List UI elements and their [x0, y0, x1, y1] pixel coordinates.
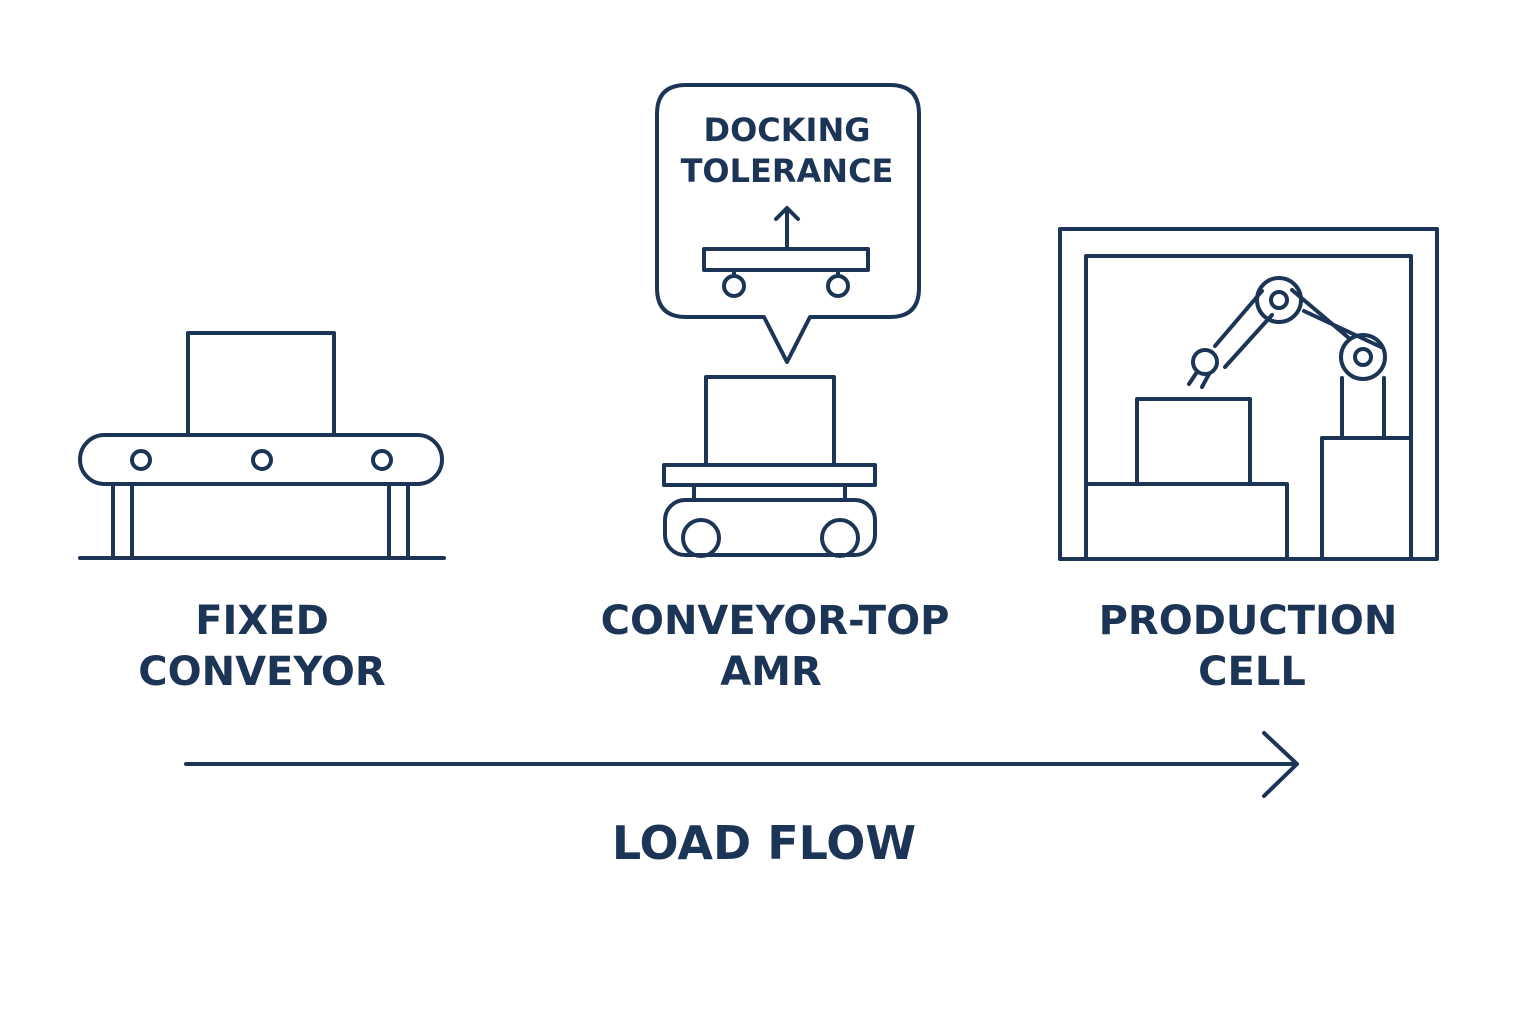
docking-tolerance-icon — [702, 206, 870, 298]
robot-arm-cell-icon — [1058, 227, 1439, 561]
cell-frame-outer — [1058, 227, 1439, 561]
robot-elbow-joint — [1255, 276, 1303, 324]
conveyor-roller — [371, 449, 393, 471]
docking-label-line1: DOCKING — [704, 111, 871, 149]
conveyor-top-amr-icon — [662, 375, 877, 558]
callout-bubble — [655, 83, 921, 364]
robot-pedestal — [1320, 436, 1413, 560]
conveyor-roller — [251, 449, 273, 471]
conveyor-top-amr-stage: CONVEYOR-TOP AMR — [601, 375, 950, 695]
conveyor-load-box — [186, 331, 336, 437]
robot-wrist-joint — [1191, 348, 1219, 376]
belt-conveyor-icon — [78, 331, 446, 560]
right-arrow-icon — [184, 731, 1299, 798]
cell-frame-inner — [1084, 254, 1413, 560]
robot-base-joint — [1339, 333, 1387, 381]
production-cell-stage: PRODUCTION CELL — [1058, 227, 1439, 695]
amr-load-box — [704, 375, 836, 467]
amr-body — [663, 498, 877, 557]
amr-wheel — [681, 518, 721, 558]
amr-label-line1: CONVEYOR-TOP — [601, 598, 950, 644]
cell-table — [1084, 482, 1289, 560]
conveyor-roller — [130, 449, 152, 471]
fixed-conveyor-stage: FIXED CONVEYOR — [78, 331, 446, 695]
production-cell-label-line2: CELL — [1198, 649, 1306, 695]
amr-wheel — [820, 518, 860, 558]
amr-label-line2: AMR — [720, 649, 822, 695]
fixed-conveyor-label-line2: CONVEYOR — [138, 649, 385, 695]
conveyor-belt — [78, 433, 444, 486]
cell-load-box — [1135, 397, 1252, 486]
load-flow: LOAD FLOW — [184, 731, 1299, 870]
production-cell-label-line1: PRODUCTION — [1099, 598, 1398, 644]
fixed-conveyor-label-line1: FIXED — [195, 598, 329, 644]
load-flow-label: LOAD FLOW — [612, 816, 916, 870]
docking-label-line2: TOLERANCE — [681, 152, 894, 190]
amr-deck — [662, 463, 877, 487]
docking-tolerance-callout: DOCKING TOLERANCE — [655, 83, 921, 364]
